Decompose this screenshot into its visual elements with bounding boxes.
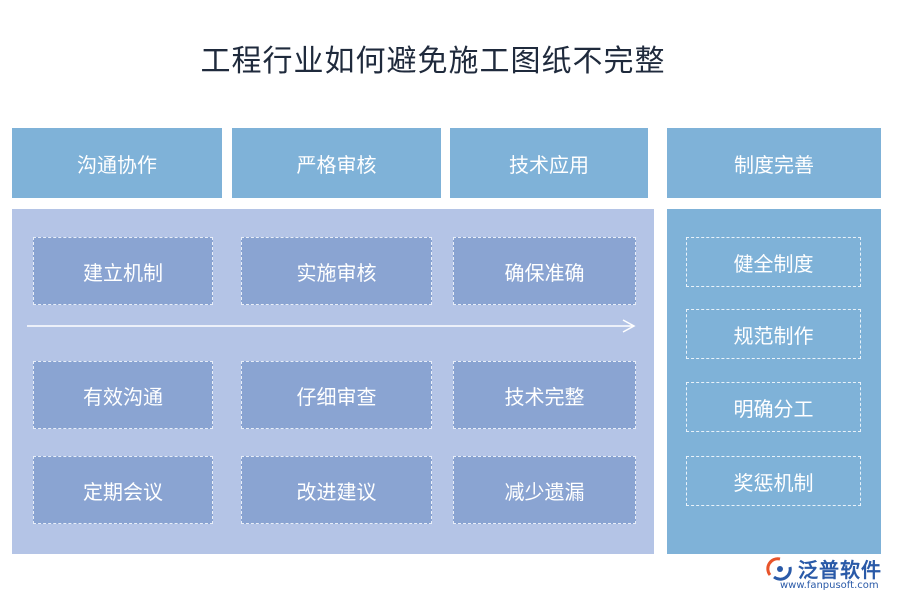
right-item-2: 规范制作 (686, 309, 861, 359)
brand-name: 泛普软件 (798, 558, 882, 582)
cell-r3-c1: 定期会议 (33, 456, 213, 524)
header-review: 严格审核 (232, 128, 441, 198)
brand-logo: 泛普软件 www.fanpusoft.com (766, 553, 896, 597)
right-item-3: 明确分工 (686, 382, 861, 432)
cell-r3-c3: 减少遗漏 (453, 456, 636, 524)
cell-r2-c2: 仔细审查 (241, 361, 432, 429)
cell-r2-c3: 技术完整 (453, 361, 636, 429)
brand-url: www.fanpusoft.com (780, 580, 879, 591)
cell-r3-c2: 改进建议 (241, 456, 432, 524)
header-communication: 沟通协作 (12, 128, 222, 198)
right-item-4: 奖惩机制 (686, 456, 861, 506)
flow-arrow (27, 319, 636, 333)
header-system: 制度完善 (667, 128, 881, 198)
cell-r1-c2: 实施审核 (241, 237, 432, 305)
brand-mark-icon (766, 557, 792, 581)
cell-r1-c1: 建立机制 (33, 237, 213, 305)
cell-r1-c3: 确保准确 (453, 237, 636, 305)
right-item-1: 健全制度 (686, 237, 861, 287)
header-technology: 技术应用 (450, 128, 648, 198)
diagram-title: 工程行业如何避免施工图纸不完整 (200, 44, 666, 79)
cell-r2-c1: 有效沟通 (33, 361, 213, 429)
